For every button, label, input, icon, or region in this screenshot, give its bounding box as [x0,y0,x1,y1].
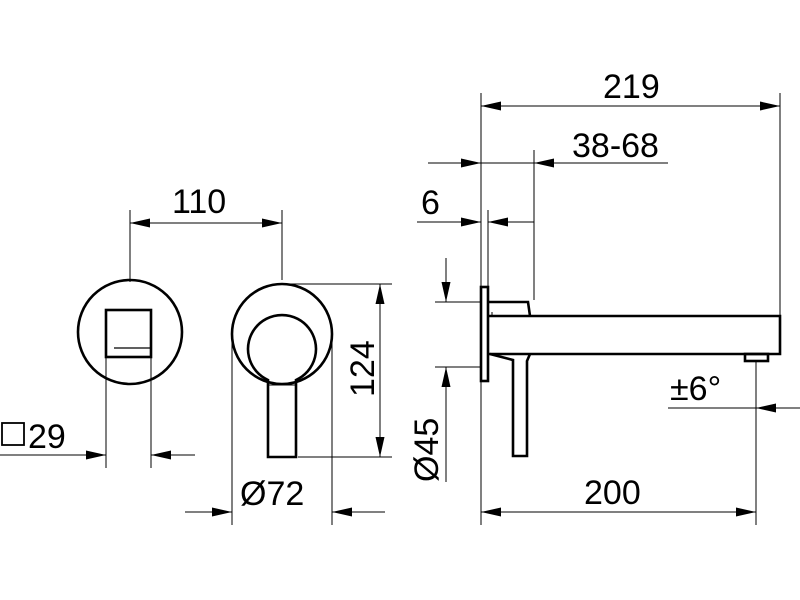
projection-219-label: 219 [603,68,660,106]
depth-6-dimension: 6 [417,184,534,287]
rosette-front-view [76,278,184,386]
aerator [743,352,770,363]
length-200-dimension: 200 [480,381,757,525]
lever-rosette-outer [230,282,334,386]
spout-side-view [479,285,782,458]
diameter-72-dimension: Ø72 [185,336,385,525]
lever-side [489,352,532,458]
square-knob [104,308,153,359]
width-dimension-110: 110 [129,183,283,282]
range-38-68-dimension: 38-68 [428,127,668,300]
square-symbol-icon [1,422,25,446]
height-124-label: 124 [344,340,382,397]
square-size-label: 29 [28,418,66,456]
square-dimension: 29 [0,357,195,468]
rosette-circle [76,278,184,386]
width-110-label: 110 [172,183,226,221]
length-200-label: 200 [584,474,641,512]
height-124-dimension: 124 [284,283,392,458]
diameter-45-label: Ø45 [408,418,446,482]
range-38-68-label: 38-68 [572,127,659,165]
projection-219-dimension: 219 [480,68,781,316]
swivel-label: ±6° [670,370,721,408]
depth-6-label: 6 [421,184,440,222]
lever-front-view [230,282,334,459]
lever-ring [246,313,318,459]
spout [488,314,782,356]
wall-plate [479,285,490,383]
diameter-45-dimension: Ø45 [408,258,481,482]
swivel-angle-dimension: ±6° [668,361,800,425]
diameter-72-label: Ø72 [240,475,304,513]
